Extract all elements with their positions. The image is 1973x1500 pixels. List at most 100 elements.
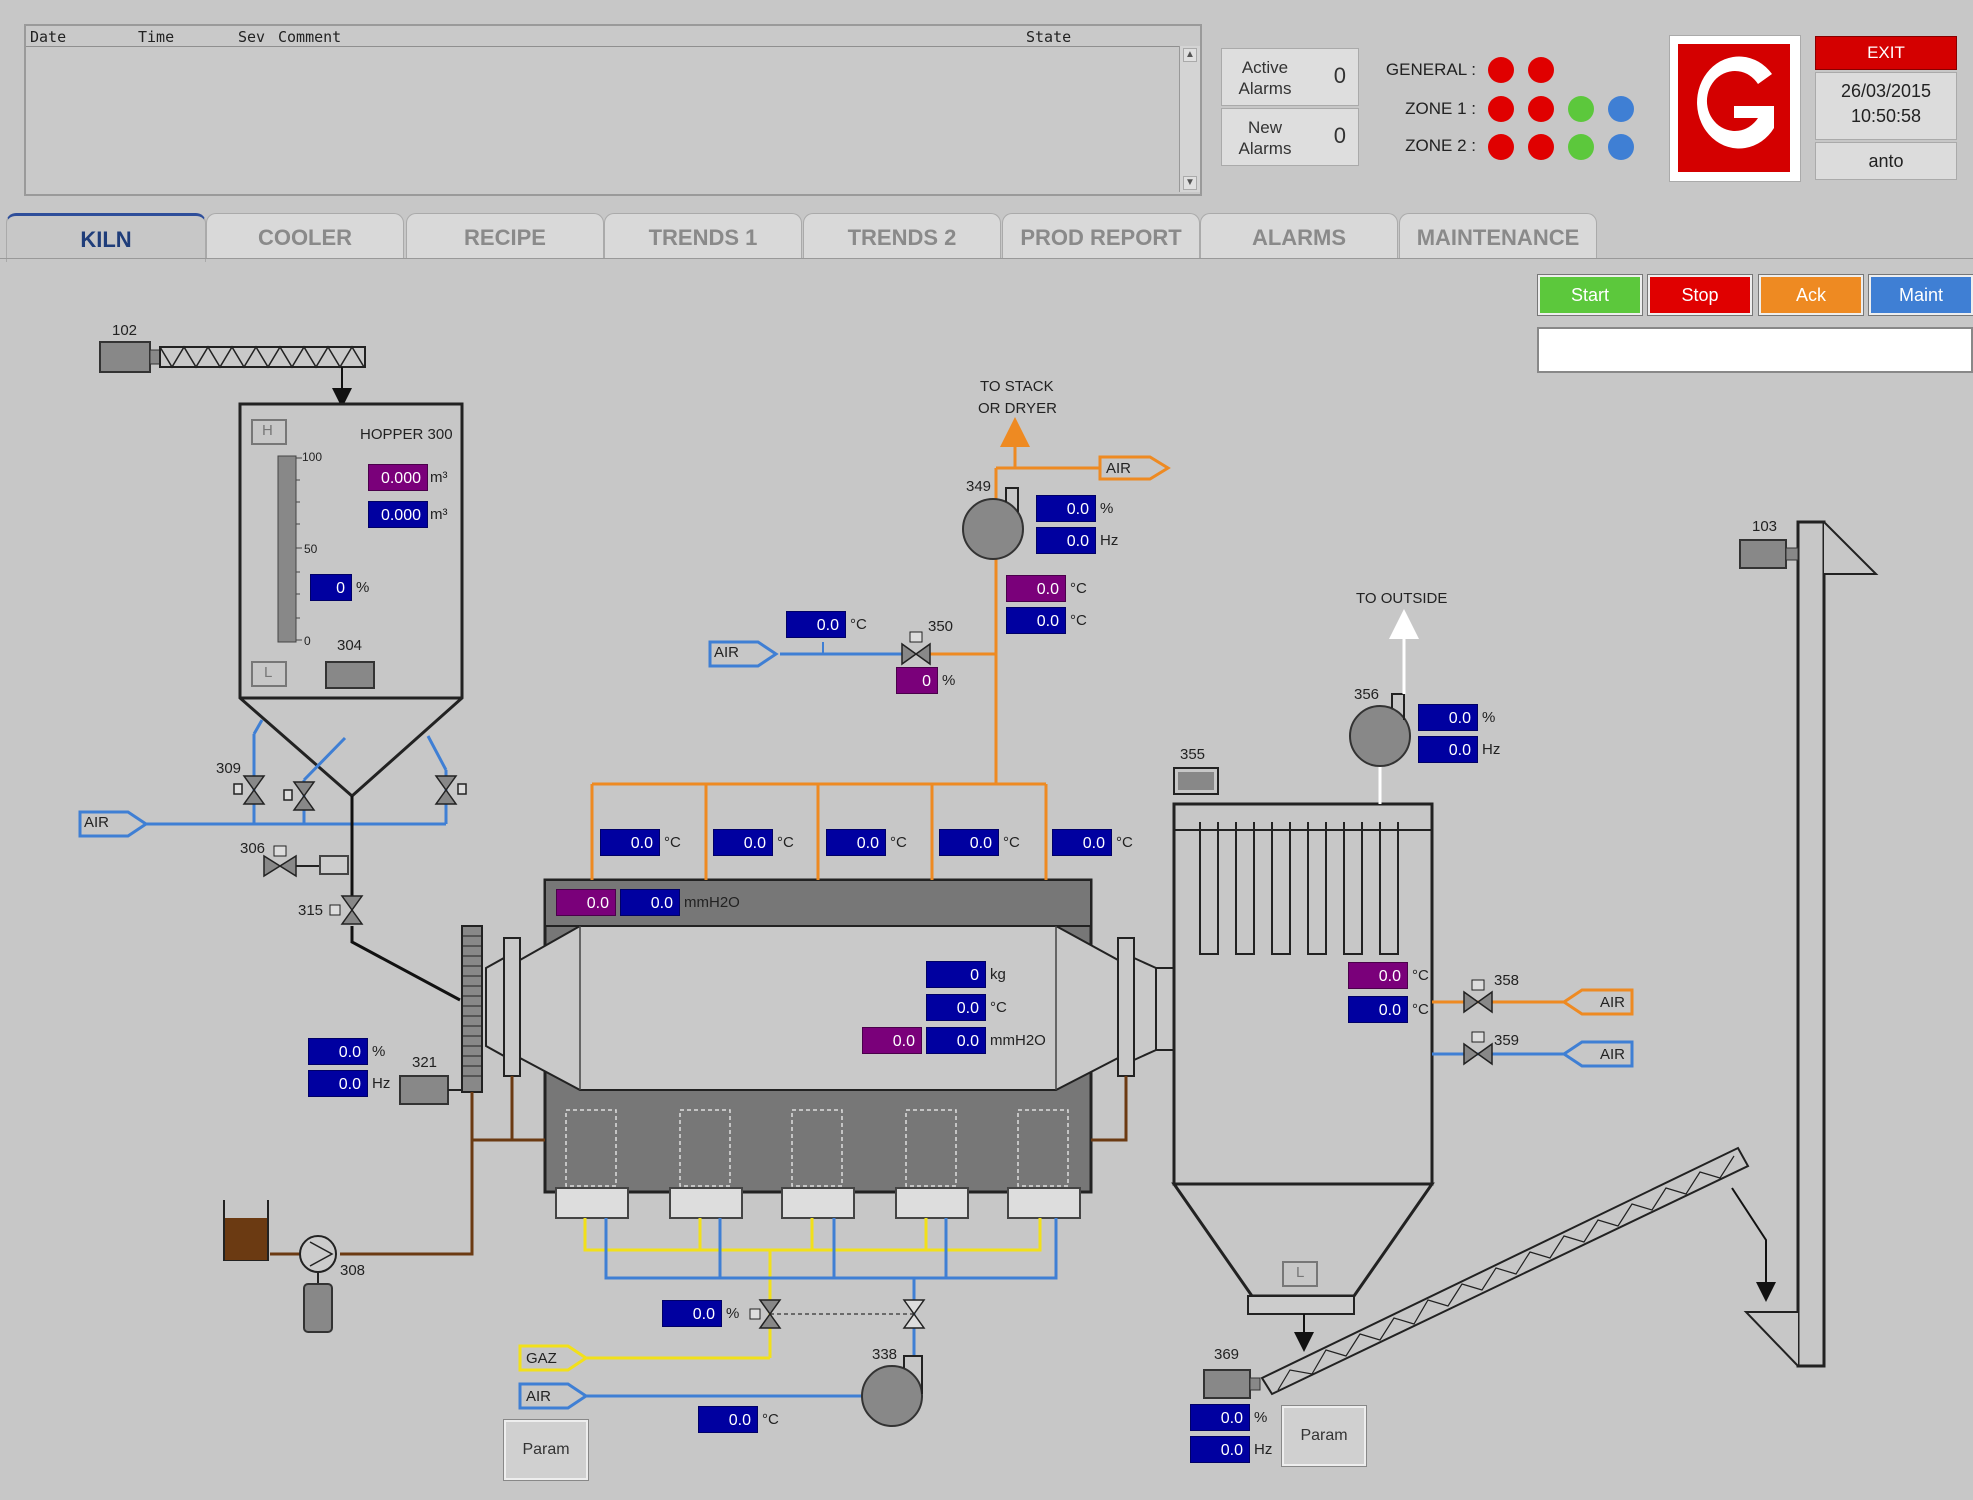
unit-hz: Hz (1100, 527, 1118, 554)
col-sev[interactable]: Sev (238, 28, 265, 46)
unit-kg: kg (990, 961, 1006, 988)
alarm-list-header: Date Time Sev Comment State (26, 26, 1200, 47)
valve-309[interactable] (234, 776, 264, 804)
tag-356: 356 (1354, 686, 1379, 703)
unit-degc: °C (1412, 962, 1429, 989)
kiln-pressure-4: 0.0 (926, 1027, 986, 1054)
fan-349-freq: 0.0 (1036, 527, 1096, 554)
tag-102: 102 (112, 322, 137, 339)
message-field[interactable] (1537, 327, 1973, 373)
unit-degc: °C (1003, 829, 1020, 856)
hot-gas-manifold (592, 432, 1100, 880)
tag-369: 369 (1214, 1346, 1239, 1363)
param-button-burner[interactable]: Param (504, 1420, 588, 1480)
fan-356-freq: 0.0 (1418, 736, 1478, 763)
unit-pct: % (1254, 1404, 1267, 1431)
zone2-status-label: ZONE 2 : (1376, 136, 1476, 156)
zone1-led-2 (1528, 96, 1554, 122)
air-label-359: AIR (1600, 1046, 1625, 1063)
maint-button[interactable]: Maint (1869, 275, 1973, 315)
tag-349: 349 (966, 478, 991, 495)
tab-recipe[interactable]: RECIPE (406, 213, 604, 258)
burner-gas-lines (585, 1218, 1056, 1396)
valve-350-position: 0 (896, 667, 938, 694)
hopper-outlet-chute (352, 796, 460, 1000)
pump-308[interactable] (300, 1236, 336, 1332)
zone1-led-4 (1608, 96, 1634, 122)
valve-315[interactable] (330, 896, 362, 924)
tab-kiln[interactable]: KILN (6, 213, 206, 262)
ack-button[interactable]: Ack (1759, 275, 1863, 315)
valve-359[interactable] (1464, 1032, 1492, 1064)
combustion-fan-338[interactable] (862, 1356, 922, 1426)
air-label-358: AIR (1600, 994, 1625, 1011)
drive-motor-321[interactable] (400, 1076, 462, 1104)
tab-maintenance[interactable]: MAINTENANCE (1399, 213, 1597, 258)
tag-304: 304 (337, 637, 362, 654)
tab-divider (0, 258, 1973, 259)
screw-conveyor-102[interactable] (100, 342, 365, 398)
tag-309: 309 (216, 760, 241, 777)
unit-pct: % (1482, 704, 1495, 731)
kiln-pressure-1: 0.0 (556, 889, 616, 916)
unit-pct: % (942, 667, 955, 694)
conveyor-369-freq: 0.0 (1190, 1436, 1250, 1463)
col-state[interactable]: State (1026, 28, 1071, 46)
col-date[interactable]: Date (30, 28, 66, 46)
rotary-kiln[interactable] (486, 880, 1176, 1218)
unit-pct: % (1100, 495, 1113, 522)
tag-338: 338 (872, 1346, 897, 1363)
unit-degc: °C (1070, 575, 1087, 602)
col-time[interactable]: Time (138, 28, 174, 46)
tab-trends-2[interactable]: TRENDS 2 (803, 213, 1001, 258)
time-text: 10:50:58 (1816, 106, 1956, 127)
logo-icon (1670, 36, 1800, 181)
tab-trends-1[interactable]: TRENDS 1 (604, 213, 802, 258)
zone2-led-3 (1568, 134, 1594, 160)
tab-cooler[interactable]: COOLER (206, 213, 404, 258)
new-alarms-counter: New Alarms 0 (1221, 108, 1359, 166)
scroll-up-icon[interactable]: ▲ (1183, 48, 1197, 62)
ring-gear (462, 926, 482, 1092)
alarm-list[interactable]: Date Time Sev Comment State ▲ ▼ (24, 24, 1202, 196)
tab-prod-report[interactable]: PROD REPORT (1002, 213, 1200, 258)
fan-349[interactable] (963, 488, 1023, 559)
valve-358[interactable] (1464, 980, 1492, 1012)
bag-filter-355[interactable] (1174, 768, 1432, 1342)
unit-degc: °C (664, 829, 681, 856)
tab-alarms[interactable]: ALARMS (1200, 213, 1398, 258)
active-alarms-value: 0 (1334, 63, 1346, 89)
tag-350: 350 (928, 618, 953, 635)
stop-button[interactable]: Stop (1648, 275, 1752, 315)
valve-306[interactable] (264, 846, 348, 876)
unit-m3: m³ (430, 501, 448, 528)
air-label-stack: AIR (1106, 460, 1131, 477)
col-comment[interactable]: Comment (278, 28, 341, 46)
duct-temp-2: 0.0 (1006, 607, 1066, 634)
scale-100: 100 (302, 450, 322, 464)
valve-hopper-3[interactable] (436, 776, 466, 804)
bucket-elevator-103[interactable] (1740, 522, 1876, 1366)
scroll-down-icon[interactable]: ▼ (1183, 176, 1197, 190)
start-button[interactable]: Start (1538, 275, 1642, 315)
filter-low-indicator: L (1296, 1264, 1304, 1281)
param-button-conveyor[interactable]: Param (1282, 1406, 1366, 1466)
zone2-led-1 (1488, 134, 1514, 160)
unit-hz: Hz (1254, 1436, 1272, 1463)
active-alarms-counter: Active Alarms 0 (1221, 48, 1359, 106)
zone-temp-4: 0.0 (939, 829, 999, 856)
fan-349-speed-pct: 0.0 (1036, 495, 1096, 522)
exit-button[interactable]: EXIT (1815, 36, 1957, 70)
valve-hopper-2[interactable] (284, 782, 314, 810)
gas-control-valve[interactable] (750, 1300, 780, 1328)
kiln-weight: 0 (926, 961, 986, 988)
zone-temp-1: 0.0 (600, 829, 660, 856)
unit-m3: m³ (430, 464, 448, 491)
alarm-scrollbar[interactable]: ▲ ▼ (1179, 46, 1200, 192)
unit-mmh2o: mmH2O (990, 1027, 1046, 1054)
valve-350[interactable] (902, 632, 930, 664)
fan-356[interactable] (1350, 624, 1410, 804)
tag-308: 308 (340, 1262, 365, 1279)
general-led-1 (1488, 57, 1514, 83)
